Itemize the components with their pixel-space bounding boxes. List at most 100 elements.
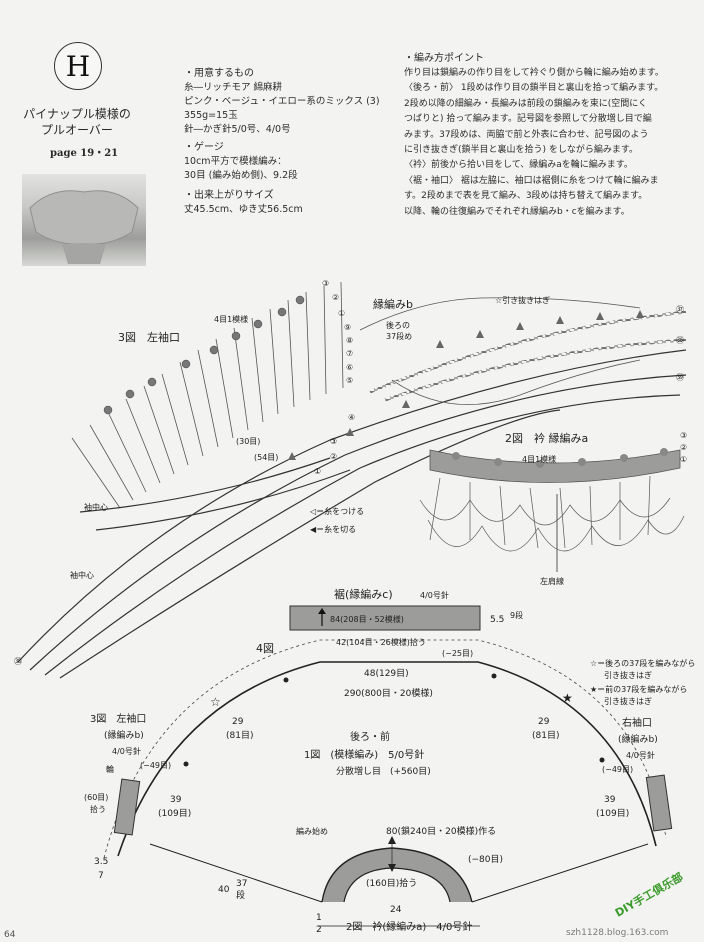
rows-2: 2 — [316, 925, 322, 935]
legend-attach: ◁＝糸をつける — [309, 506, 364, 516]
materials-line1: 糸―リッチモア 綿麻耕 — [184, 82, 283, 93]
rows-37: 37 — [236, 879, 247, 889]
left-39: 39 — [170, 795, 182, 805]
size-section: ・出来上がりサイズ 丈45.5cm、ゆき丈56.5cm — [184, 189, 384, 217]
hem-title: 裾(縁編みc) — [334, 587, 393, 601]
title-line1: パイナップル模様の — [23, 107, 131, 121]
points-line: 2段め以降の細編み・長編みは前段の鎖編みを束に(空間にく — [404, 98, 648, 109]
fig3-count30: (30目) — [236, 437, 260, 446]
collar-edging-chart: 2図 衿 縁編みa 4目1模様 左肩線 ③ ② ① — [419, 431, 687, 586]
points-line: 作り目は鎖編みの作り目をして衿ぐり側から輪に編み始めます。 — [404, 68, 664, 78]
left-cuff-pick2: 拾う — [90, 804, 106, 814]
fig3-sleeve-center: 袖中心 — [84, 502, 108, 512]
star-outline-icon: ☆ — [210, 695, 221, 709]
points-line: に引き抜きぎ(鎖半目と裏山を拾う) をしながら編みます。 — [404, 145, 638, 156]
letter-badge: H — [54, 42, 102, 90]
row-mark: ⑤ — [346, 376, 353, 385]
fig3-round-39: ㊴ — [676, 373, 684, 382]
row-mark: ③ — [330, 437, 337, 446]
start-label: 編み始め — [296, 826, 328, 836]
fig3-title: 3図 左袖口 — [118, 330, 180, 344]
right-29: 29 — [538, 717, 550, 727]
hem-count: 84(208目・52模様) — [330, 614, 404, 624]
fig2-repeat: 4目1模様 — [522, 454, 556, 464]
rows-label: 段 — [236, 889, 245, 901]
fig2-mark-3: ③ — [680, 431, 687, 440]
right-109: (109目) — [596, 808, 629, 819]
fig3-round-37: ㊲ — [676, 305, 684, 314]
fig3-count54: (54目) — [254, 453, 278, 462]
left-81: (81目) — [226, 730, 253, 741]
gauge-heading: ・ゲージ — [184, 142, 224, 153]
right-81: (81目) — [532, 730, 559, 741]
fig3-repeat: 4目1模様 — [214, 314, 248, 324]
increase-label: 分散増し目 (+560目) — [336, 765, 431, 777]
page-number: 64 — [4, 930, 16, 940]
row-mark: ④ — [348, 413, 355, 422]
sweater-photo — [22, 174, 146, 266]
materials-line4: 針―かぎ針5/0号、4/0号 — [184, 124, 291, 135]
points-line: みます。37段めは、両脇で前と外表に合わせ、記号図のよう — [404, 129, 649, 140]
fig2-mark-1: ① — [680, 455, 687, 464]
width-40: 40 — [218, 885, 230, 895]
hem-rows: 9段 — [510, 610, 523, 620]
hem-depth: 5.5 — [490, 615, 504, 625]
points-line: 〈衿〉前後から拾い目をして、縁編みaを輪に編みます。 — [404, 160, 633, 171]
materials-section: ・用意するもの 糸―リッチモア 綿麻耕 ピンク・ベージュ・イエロー系のミックス … — [184, 67, 394, 137]
hem-pickup: 42(104目・26模様)拾う — [336, 637, 426, 647]
right-cuff-needle: 4/0号針 — [626, 750, 655, 760]
points-heading: ・編み方ポイント — [404, 53, 484, 64]
chain-label: 80(鎖240目・20模様)作る — [386, 825, 496, 837]
decrease-80: (−80目) — [468, 854, 503, 865]
hem-needle: 4/0号針 — [420, 590, 449, 600]
fig3-sleeve-center2: 袖中心 — [70, 570, 94, 580]
fig2-mark-2: ② — [680, 443, 687, 452]
title-line2: プルオーバー — [41, 123, 113, 137]
row-mark: ⑧ — [346, 336, 353, 345]
note-1b: 引き抜きはぎ — [604, 670, 652, 680]
sweater-shape-icon — [29, 190, 139, 264]
fig3-back-rows-2: 37段め — [386, 331, 412, 341]
fig2-title: 2図 衿 縁編みa — [505, 431, 588, 445]
left-cuff-dec: (−49目) — [140, 761, 171, 770]
size-1: 1 — [316, 913, 322, 923]
width-24: 24 — [390, 905, 402, 915]
left-cuff-pick: (60目) — [84, 793, 108, 802]
gauge-line1: 10cm平方で模様編み： — [184, 156, 287, 167]
sleeve-cuff-chart: 3図 左袖口 縁編みb 4目1模様 ☆引き抜きはぎ 後ろの 37段め (30目)… — [14, 279, 687, 679]
row-mark: ⑥ — [346, 363, 353, 372]
left-cuff-needle: 4/0号針 — [112, 746, 141, 756]
right-39: 39 — [604, 795, 616, 805]
section-letter: H — [65, 49, 91, 83]
legend-cut: ◀＝糸を切る — [310, 524, 356, 534]
fig3-border-label: 縁編みb — [373, 297, 413, 311]
fig3-round-38: ㊳ — [14, 657, 22, 666]
fig2-shoulder: 左肩線 — [540, 576, 564, 586]
fig3-round-36: ㊱ — [676, 336, 684, 345]
points-line: つばりと) 拾って編みます。記号図を参照して分散増し目で編 — [404, 114, 652, 125]
points-line: 〈裾・袖口〉 裾は左脇に、袖口は裾側に糸をつけて輪に編みま — [404, 175, 659, 186]
materials-line2: ピンク・ベージュ・イエロー系のミックス (3) — [184, 96, 380, 107]
points-section: ・編み方ポイント 作り目は鎖編みの作り目をして衿ぐり側から輪に編み始めます。 〈… — [404, 52, 696, 220]
row-mark: ② — [332, 293, 339, 302]
note-2: ★＝前の37段を編みながら — [590, 684, 687, 694]
arrow-down-icon — [388, 864, 396, 872]
rows-7: 7 — [98, 871, 104, 881]
note-1: ☆＝後ろの37段を編みながら — [590, 658, 695, 668]
star-filled-icon: ★ — [562, 691, 573, 705]
size-3-5: 3.5 — [94, 857, 108, 867]
right-cuff-sub: (縁編みb) — [618, 733, 658, 745]
row-mark: ⑦ — [346, 349, 353, 358]
page-reference: page 19・21 — [50, 148, 119, 159]
arrow-up-icon — [388, 836, 396, 844]
body-schematic: ☆ ★ 裾(縁編みc) 4/0号針 84(208目・52模様) 42(104目・… — [84, 587, 695, 935]
right-cuff-dec: (−49目) — [602, 765, 633, 774]
row-mark: ② — [330, 452, 337, 461]
watermark-url: szh1128.blog.163.com — [566, 928, 669, 938]
left-cuff-ring: 輪 — [106, 764, 114, 774]
materials-line3: 355g=15玉 — [184, 110, 238, 121]
fig3-back-rows-1: 後ろの — [386, 320, 410, 330]
top-width: 48(129目) — [364, 668, 409, 679]
row-mark: ⑨ — [344, 323, 351, 332]
